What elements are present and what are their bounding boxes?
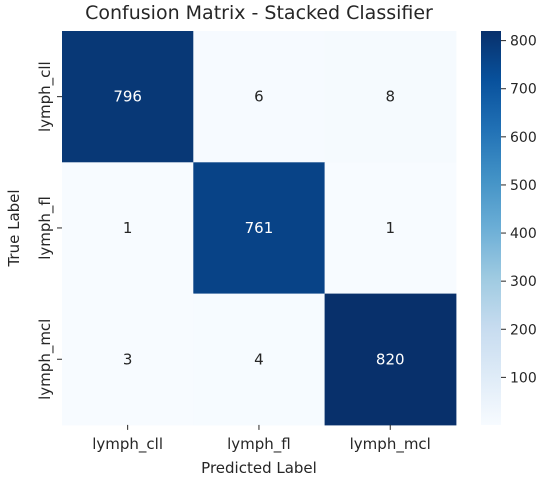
cell-value: 1 xyxy=(123,219,133,237)
heatmap-cell xyxy=(324,162,457,295)
y-tick-label: lymph_fl xyxy=(36,196,55,260)
colorbar-tick-label: 600 xyxy=(510,130,537,146)
x-tick-label: lymph_cll xyxy=(92,435,163,454)
y-tick-label: lymph_cll xyxy=(36,61,55,132)
heatmap-cell xyxy=(62,293,194,426)
colorbar-tick-label: 400 xyxy=(510,226,537,242)
colorbar-tick-label: 100 xyxy=(510,370,537,386)
chart-title: Confusion Matrix - Stacked Classifier xyxy=(85,2,433,24)
heatmap-cell xyxy=(193,31,326,163)
colorbar-tick-label: 700 xyxy=(510,82,537,98)
heatmap-cell xyxy=(62,162,194,295)
x-axis-ticks: lymph_cll lymph_fl lymph_mcl xyxy=(92,424,431,454)
heatmap-cell xyxy=(62,31,194,163)
cell-value: 8 xyxy=(385,88,395,106)
y-axis-label: True Label xyxy=(5,189,23,267)
colorbar-tick-label: 300 xyxy=(510,274,537,290)
cell-value: 820 xyxy=(376,350,405,368)
colorbar xyxy=(481,31,501,425)
y-tick-label: lymph_mcl xyxy=(36,319,55,400)
x-axis-label: Predicted Label xyxy=(201,459,317,477)
heatmap-cell xyxy=(193,293,326,426)
cell-value: 1 xyxy=(385,219,395,237)
heatmap-cell xyxy=(324,293,457,426)
x-tick-label: lymph_mcl xyxy=(350,435,431,454)
heatmap-cell xyxy=(193,162,326,295)
colorbar-tick-label: 500 xyxy=(510,178,537,194)
heatmap-cell xyxy=(324,31,457,163)
cell-value: 6 xyxy=(254,88,264,106)
y-axis-ticks: lymph_cll lymph_fl lymph_mcl xyxy=(36,61,62,400)
colorbar-tick-label: 200 xyxy=(510,322,537,338)
x-tick-label: lymph_fl xyxy=(227,435,291,454)
colorbar-ticks: 100 200 300 400 500 600 700 800 xyxy=(501,34,537,386)
cell-value: 4 xyxy=(254,350,264,368)
colorbar-tick-label: 800 xyxy=(510,34,537,50)
cell-value: 796 xyxy=(113,88,142,106)
cell-annotations: 796 6 8 1 761 1 3 4 820 xyxy=(113,88,404,369)
cell-value: 761 xyxy=(245,219,274,237)
heatmap-cells xyxy=(62,31,457,426)
cell-value: 3 xyxy=(123,350,133,368)
